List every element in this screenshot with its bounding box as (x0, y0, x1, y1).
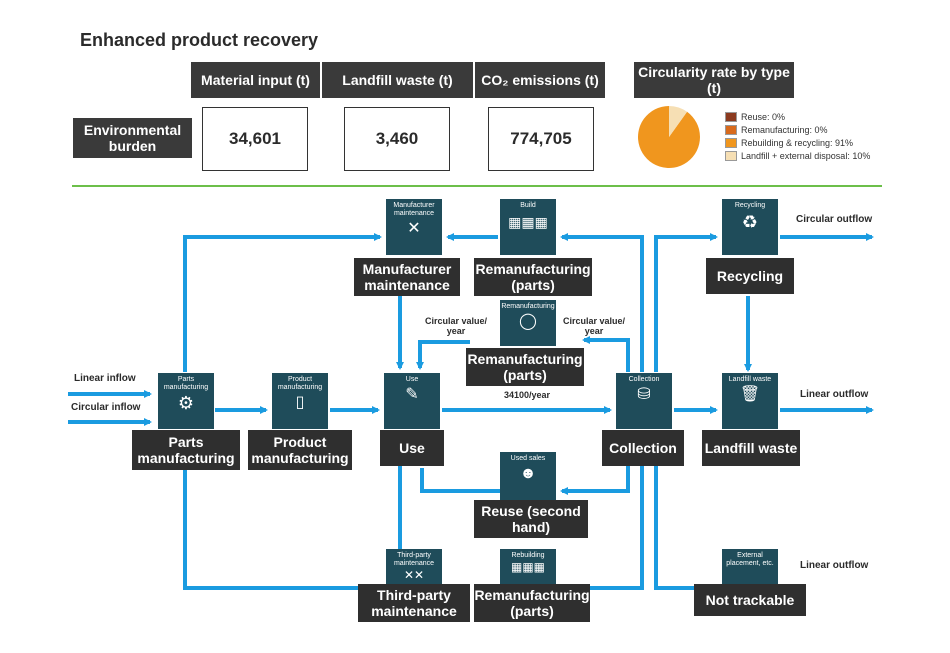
collection-label: Collection (602, 430, 684, 466)
device-icon: ▯ (295, 394, 305, 411)
trash-icon: 🗑 (739, 386, 761, 403)
circular-value-right-label: Circular value/ year (562, 316, 626, 336)
legend-label: Landfill + external disposal: 10% (741, 150, 871, 161)
legend-item-reuse: Reuse: 0% (725, 110, 870, 123)
reman-center-to-use-arrow (416, 340, 470, 370)
legend-label: Remanufacturing: 0% (741, 124, 828, 135)
linear-outflow-label-bottom: Linear outflow (800, 560, 869, 571)
legend-swatch (725, 137, 737, 148)
recycling-icon: Recycling ♻ (722, 199, 778, 255)
factory-icon: ▦▦▦ (510, 560, 545, 574)
co2-emissions-header: CO₂ emissions (t) (475, 62, 605, 98)
environmental-burden-label: Environmental burden (73, 118, 192, 158)
page-title: Enhanced product recovery (80, 30, 319, 50)
tools-icon: ✎ (405, 386, 419, 403)
landfill-waste-icon: Landfill waste 🗑 (722, 373, 778, 429)
landfill-waste-value: 3,460 (344, 107, 450, 171)
rebuilding-label: Remanufacturing (parts) (474, 584, 590, 622)
legend-swatch (725, 124, 737, 135)
circularity-legend: Reuse: 0% Remanufacturing: 0% Rebuilding… (725, 110, 870, 162)
remanufacturing-build-icon: Build ▦▦▦ (500, 199, 556, 255)
external-placement-icon: External placement, etc. (722, 549, 778, 585)
product-manufacturing-label: Product manufacturing (248, 430, 352, 470)
icon-caption: Use (405, 376, 419, 383)
icon-caption: Remanufacturing (501, 303, 555, 310)
reuse-label: Reuse (second hand) (474, 500, 588, 538)
use-icon: Use ✎ (384, 373, 440, 429)
product-manufacturing-icon: Product manufacturing ▯ (272, 373, 328, 429)
icon-caption: Landfill waste (728, 376, 772, 383)
remanufacturing-center-label: Remanufacturing (parts) (466, 348, 584, 386)
icon-caption: Manufacturer maintenance (393, 202, 435, 217)
material-input-header: Material input (t) (191, 62, 320, 98)
icon-caption: Used sales (510, 455, 546, 462)
legend-label: Rebuilding & recycling: 91% (741, 137, 854, 148)
parts-manufacturing-label: Parts manufacturing (132, 430, 240, 470)
manufacturer-maintenance-label: Manufacturer maintenance (354, 258, 460, 296)
linear-inflow-label: Linear inflow (74, 373, 136, 384)
legend-item-landfill-external: Landfill + external disposal: 10% (725, 149, 870, 162)
collection-to-build-arrow (560, 233, 644, 372)
circular-outflow-label: Circular outflow (796, 214, 873, 225)
collection-to-not-trackable-line (654, 466, 700, 590)
use-to-reuse-line (420, 468, 500, 493)
third-party-maintenance-icon: Third-party maintenance ✕✕ (386, 549, 442, 585)
circularity-title: Circularity rate by type (t) (634, 62, 794, 98)
icon-caption: Collection (628, 376, 660, 383)
per-year-label: 34100/year (503, 390, 551, 400)
used-sales-icon: Used sales ☻ (500, 452, 556, 500)
remanufacturing-center-icon: Remanufacturing ◯ (500, 300, 556, 346)
gear-icon: ⚙ (177, 393, 195, 413)
manufacturer-maintenance-icon: Manufacturer maintenance ✕ (386, 199, 442, 255)
linear-outflow-label: Linear outflow (800, 389, 869, 400)
landfill-waste-label: Landfill waste (702, 430, 800, 466)
section-divider (72, 185, 882, 187)
icon-caption: Parts manufacturing (163, 376, 209, 391)
remanufacturing-build-label: Remanufacturing (parts) (474, 258, 592, 296)
factory-icon: ▦▦▦ (508, 214, 548, 230)
recycle-icon: ♻ (741, 212, 759, 232)
legend-item-rebuilding-recycling: Rebuilding & recycling: 91% (725, 136, 870, 149)
collection-to-reuse-arrow (560, 466, 630, 495)
third-party-maintenance-label: Third-party maintenance (358, 584, 470, 622)
material-input-value: 34,601 (202, 107, 308, 171)
collection-to-reman-center-arrow (582, 336, 630, 372)
legend-swatch (725, 111, 737, 122)
icon-caption: Build (520, 202, 536, 209)
wrench-icon: ✕ (407, 220, 421, 237)
circularity-pie-chart (638, 106, 700, 168)
collection-icon: Collection ⛁ (616, 373, 672, 429)
bin-icon: ⛁ (637, 386, 651, 403)
icon-caption: Recycling (734, 202, 766, 209)
not-trackable-label: Not trackable (694, 584, 806, 616)
legend-label: Reuse: 0% (741, 111, 786, 122)
icon-caption: External placement, etc. (726, 552, 774, 567)
icon-caption: Third-party maintenance (393, 552, 435, 567)
pie-slice (669, 106, 688, 137)
use-label: Use (380, 430, 444, 466)
legend-item-remanufacturing: Remanufacturing: 0% (725, 123, 870, 136)
co2-emissions-value: 774,705 (488, 107, 594, 171)
icon-caption: Product manufacturing (277, 376, 323, 391)
collection-to-recycling-arrow (654, 233, 718, 372)
legend-swatch (725, 150, 737, 161)
parts-to-maintenance-arrow (183, 233, 382, 372)
person-icon: ☻ (519, 465, 537, 482)
rebuilding-icon: Rebuilding ▦▦▦ (500, 549, 556, 585)
cycle-icon: ◯ (519, 313, 537, 330)
circular-value-left-label: Circular value/ year (424, 316, 488, 336)
recycling-label: Recycling (706, 258, 794, 294)
parts-manufacturing-icon: Parts manufacturing ⚙ (158, 373, 214, 429)
parts-bottom-line (183, 470, 380, 590)
tools-icon: ✕✕ (403, 568, 425, 582)
landfill-waste-header: Landfill waste (t) (322, 62, 473, 98)
icon-caption: Rebuilding (511, 552, 545, 559)
circular-inflow-label: Circular inflow (71, 402, 141, 413)
